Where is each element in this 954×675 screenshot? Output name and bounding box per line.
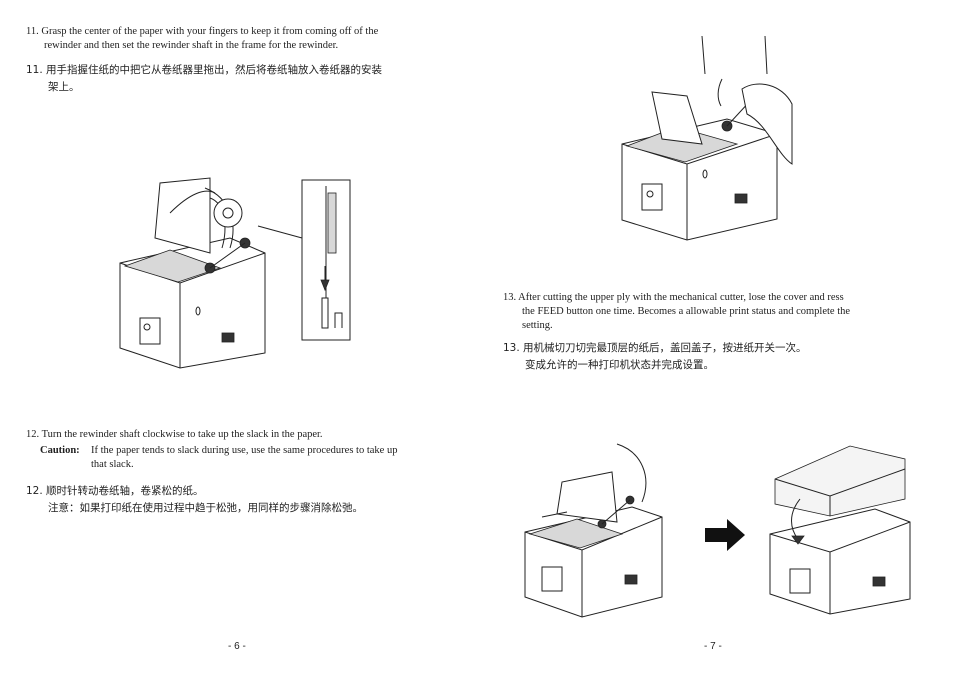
right-arrow-icon bbox=[705, 519, 745, 551]
caution-note: Caution: If the paper tends to slack dur… bbox=[26, 444, 466, 472]
step-12-line: 12. Turn the rewinder shaft clockwise to… bbox=[26, 429, 323, 440]
printer-illustration-step13a bbox=[524, 443, 663, 618]
printer-illustration-step12 bbox=[621, 35, 793, 241]
right-page: 13. After cutting the upper ply with the… bbox=[477, 0, 954, 675]
step-12-cn-line2: 注意：如果打印纸在使用过程中趋于松弛，用同样的步骤消除松弛。 bbox=[48, 502, 363, 514]
step-13-cn: 13. 用机械切刀切完最顶层的纸后，盖回盖子，按进纸开关一次。 变成允许的一种打… bbox=[503, 340, 938, 374]
step-11-cn: 11. 用手指握住纸的中把它从卷纸器里拖出，然后将卷纸轴放入卷纸器的安装 架上。 bbox=[26, 62, 466, 96]
step-12-cn: 12. 顺时针转动卷纸轴，卷紧松的纸。 注意：如果打印纸在使用过程中趋于松弛，用… bbox=[26, 483, 466, 517]
printer-illustration-step11 bbox=[119, 177, 351, 369]
caution-line1: If the paper tends to slack during use, … bbox=[91, 445, 398, 456]
step-13-en: 13. After cutting the upper ply with the… bbox=[503, 291, 938, 333]
step-12-en: 12. Turn the rewinder shaft clockwise to… bbox=[26, 428, 466, 472]
left-page: 11. Grasp the center of the paper with y… bbox=[26, 25, 466, 652]
step-13-cn-line1: 13. 用机械切刀切完最顶层的纸后，盖回盖子，按进纸开关一次。 bbox=[503, 342, 807, 354]
step-11-cn-line1: 11. 用手指握住纸的中把它从卷纸器里拖出，然后将卷纸轴放入卷纸器的安装 bbox=[26, 64, 383, 76]
printer-illustration-step13b bbox=[769, 445, 911, 615]
step-13-line1: 13. After cutting the upper ply with the… bbox=[503, 292, 844, 303]
step-11-en: 11. Grasp the center of the paper with y… bbox=[26, 25, 466, 53]
step-11-cn-line2: 架上。 bbox=[48, 81, 80, 93]
caution-label: Caution: bbox=[40, 445, 80, 456]
step-11-line2: rewinder and then set the rewinder shaft… bbox=[44, 40, 339, 51]
step-13-line2: the FEED button one time. Becomes a allo… bbox=[522, 306, 851, 317]
step-11-line1: 11. Grasp the center of the paper with y… bbox=[26, 26, 379, 37]
step-13-line3: setting. bbox=[522, 320, 553, 331]
caution-line2: that slack. bbox=[91, 459, 134, 470]
step-12-cn-line1: 12. 顺时针转动卷纸轴，卷紧松的纸。 bbox=[26, 485, 204, 497]
page-number-7: - 7 - bbox=[704, 641, 722, 652]
page-number-6: - 6 - bbox=[228, 641, 246, 652]
step-13-cn-line2: 变成允许的一种打印机状态并完成设置。 bbox=[525, 359, 714, 371]
